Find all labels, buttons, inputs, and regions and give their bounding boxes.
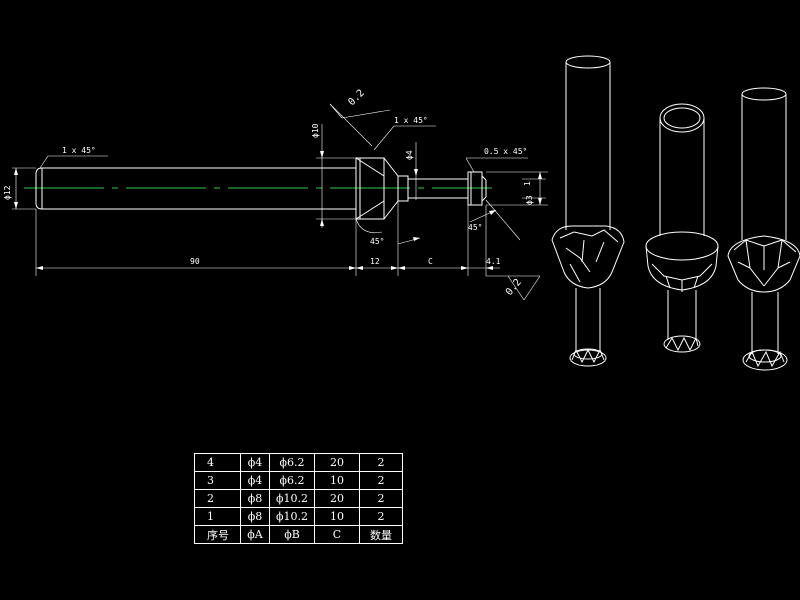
dim-tip-step: 1: [523, 181, 532, 186]
table-cell: 20: [314, 489, 360, 508]
dim-length-main: 90: [190, 257, 200, 266]
table-cell: 2: [359, 453, 403, 472]
dimensions: 1 x 45° ϕ12 ϕ10 0.2 1 x 45° ϕ4 0.5 x 45°: [3, 88, 548, 301]
table-cell: ϕ10.2: [269, 507, 315, 526]
table-cell: 数量: [359, 525, 403, 544]
table-cell: 2: [359, 471, 403, 490]
dim-diameter-main: ϕ12: [3, 185, 12, 200]
dim-diameter-collar: ϕ10: [311, 123, 320, 138]
pin-3d-view-3: [727, 87, 800, 371]
pin-3d-view-2: [645, 103, 719, 353]
neck: [397, 175, 409, 202]
table-cell: ϕ6.2: [269, 453, 315, 472]
table-cell: ϕ8: [240, 507, 270, 526]
table-cell: 1: [194, 507, 241, 526]
table-cell: ϕ8: [240, 489, 270, 508]
dim-length-collar: 12: [370, 257, 380, 266]
table-cell: C: [314, 525, 360, 544]
table-cell: 序号: [194, 525, 241, 544]
dim-chamfer-left: 1 x 45°: [62, 146, 96, 155]
table-cell: 2: [359, 507, 403, 526]
table-cell: ϕB: [269, 525, 315, 544]
table-cell: 10: [314, 507, 360, 526]
table-cell: ϕA: [240, 525, 270, 544]
table-cell: ϕ6.2: [269, 471, 315, 490]
table-cell: 3: [194, 471, 241, 490]
table-cell: 10: [314, 471, 360, 490]
table-cell: ϕ4: [240, 471, 270, 490]
table-cell: ϕ4: [240, 453, 270, 472]
pin-side-view: [24, 157, 492, 220]
dim-diameter-neck: ϕ4: [405, 150, 414, 160]
pin-3d-view-1: [551, 55, 625, 367]
dim-roughness-bottom: 0.2: [504, 277, 524, 298]
dim-length-tip: 4.1: [486, 257, 501, 266]
tip: [467, 171, 483, 206]
table-cell: 2: [194, 489, 241, 508]
table-cell: 4: [194, 453, 241, 472]
table-cell: 2: [359, 489, 403, 508]
table-cell: ϕ10.2: [269, 489, 315, 508]
dim-chamfer-collar: 1 x 45°: [394, 116, 428, 125]
dim-roughness-top: 0.2: [346, 88, 367, 109]
dim-length-neck: C: [428, 257, 433, 266]
dim-diameter-tip: ϕ3: [525, 195, 534, 205]
dim-angle-left: 45°: [370, 237, 384, 246]
dim-chamfer-tip: 0.5 x 45°: [484, 147, 527, 156]
table-cell: 20: [314, 453, 360, 472]
dim-angle-right: 45°: [468, 223, 482, 232]
